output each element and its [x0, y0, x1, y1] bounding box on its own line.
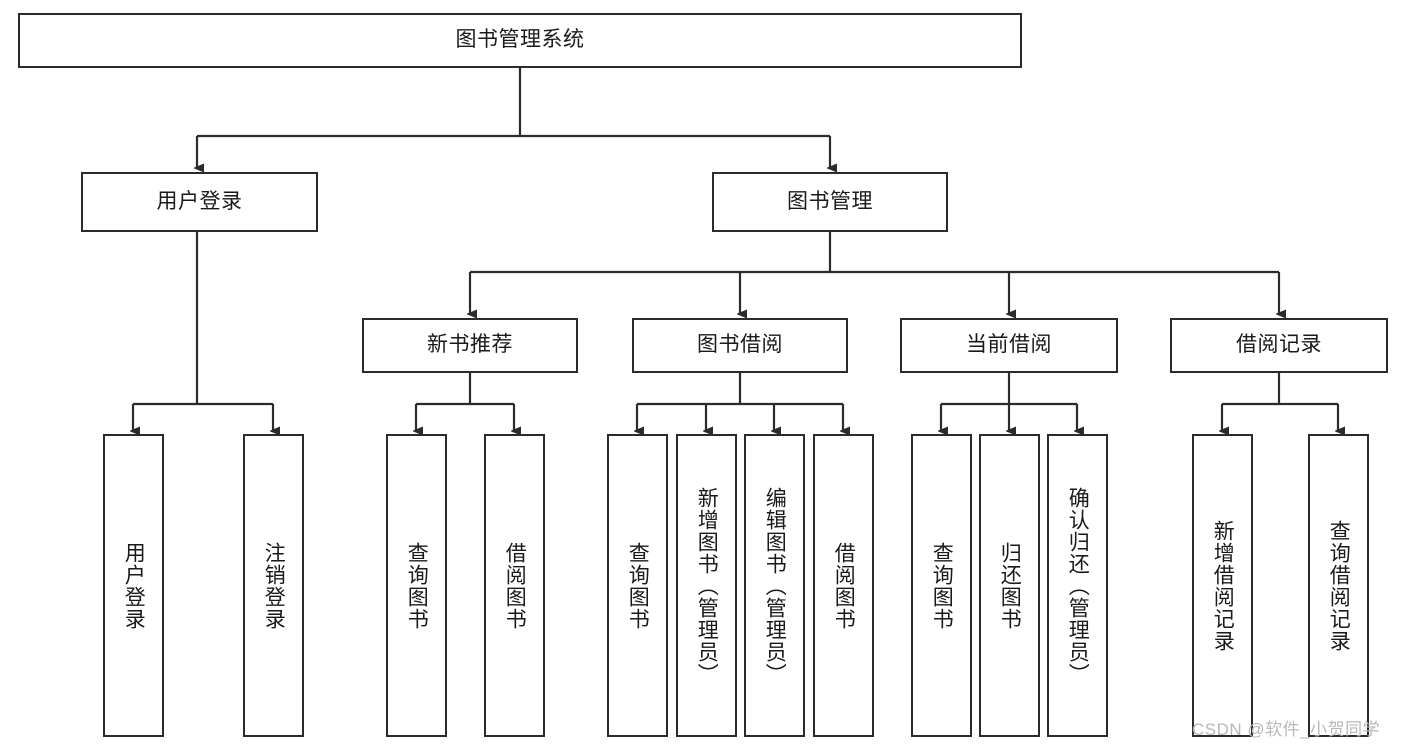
node-label: 编辑图书（管理员） [763, 486, 787, 685]
node-label: 注销登录 [262, 541, 286, 630]
leaf-borrow-book-newbook[interactable]: 借阅图书 [484, 434, 545, 737]
node-label: 查询借阅记录 [1327, 519, 1351, 652]
node-borrow-record[interactable]: 借阅记录 [1170, 318, 1388, 373]
node-label: 查询图书 [626, 541, 650, 630]
node-label: 查询图书 [930, 541, 954, 630]
leaf-add-book-admin[interactable]: 新增图书（管理员） [676, 434, 737, 737]
node-label: 用户登录 [156, 189, 243, 213]
leaf-query-book-borrow[interactable]: 查询图书 [607, 434, 668, 737]
watermark: CSDN @软件_小贺同学 [1192, 720, 1381, 739]
leaf-add-borrow-record[interactable]: 新增借阅记录 [1192, 434, 1253, 737]
node-label: 当前借阅 [966, 333, 1052, 357]
node-label: 查询图书 [405, 541, 429, 630]
leaf-query-book-newbook[interactable]: 查询图书 [386, 434, 447, 737]
node-label: 新增借阅记录 [1211, 519, 1235, 652]
node-user-login[interactable]: 用户登录 [81, 172, 318, 232]
node-new-book-recommend[interactable]: 新书推荐 [362, 318, 578, 373]
leaf-return-book[interactable]: 归还图书 [979, 434, 1040, 737]
node-label: 借阅图书 [503, 541, 527, 630]
node-label: 归还图书 [998, 541, 1022, 630]
leaf-user-login[interactable]: 用户登录 [103, 434, 164, 737]
leaf-query-borrow-record[interactable]: 查询借阅记录 [1308, 434, 1369, 737]
node-label: 图书管理 [787, 189, 873, 213]
node-label: 借阅图书 [832, 541, 856, 630]
node-current-borrow[interactable]: 当前借阅 [900, 318, 1118, 373]
node-label: 图书管理系统 [455, 28, 585, 52]
leaf-query-book-current[interactable]: 查询图书 [911, 434, 972, 737]
node-label: 新增图书（管理员） [695, 486, 719, 685]
leaf-logout[interactable]: 注销登录 [243, 434, 304, 737]
leaf-confirm-return-admin[interactable]: 确认归还（管理员） [1047, 434, 1108, 737]
node-label: 确认归还（管理员） [1066, 486, 1090, 685]
node-book-borrow[interactable]: 图书借阅 [632, 318, 848, 373]
node-label: 用户登录 [122, 541, 146, 630]
leaf-borrow-book[interactable]: 借阅图书 [813, 434, 874, 737]
leaf-edit-book-admin[interactable]: 编辑图书（管理员） [744, 434, 805, 737]
node-label: 图书借阅 [697, 333, 783, 357]
node-root-system[interactable]: 图书管理系统 [18, 13, 1022, 68]
node-book-management[interactable]: 图书管理 [712, 172, 948, 232]
node-label: 借阅记录 [1236, 333, 1322, 357]
node-label: 新书推荐 [427, 333, 513, 357]
